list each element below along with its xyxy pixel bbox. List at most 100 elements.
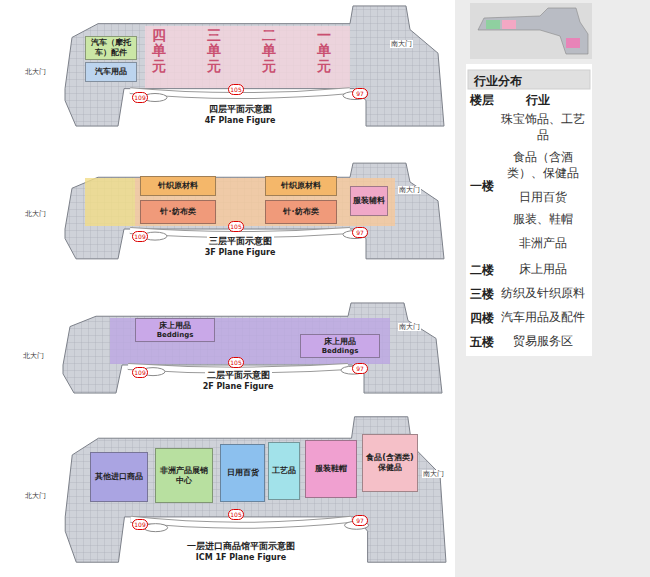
table-cell: 非洲产品 <box>496 236 590 252</box>
unit-label: 二单元 <box>262 28 276 74</box>
side-panel <box>455 0 650 577</box>
gate-label: 南大门 <box>390 40 413 48</box>
zone-label: 工艺品 <box>272 466 296 476</box>
gate-label: 北大门 <box>22 352 45 360</box>
zone-label: Beddings <box>157 331 194 339</box>
thumbnail-zone <box>566 38 580 48</box>
zone-label: 服装辅料 <box>353 196 385 206</box>
hall-zone: 服装鞋帽 <box>305 440 357 498</box>
table-header: 行业 <box>526 92 550 109</box>
zone-label: 服装鞋帽 <box>315 464 347 474</box>
callout-number: 105 <box>228 84 244 95</box>
floor-plan: 四层平面示意图4F Plane Figure 汽车（摩托车）配件汽车用品 <box>20 2 450 130</box>
gate-label: 北大门 <box>24 492 47 500</box>
zone-label: 日用百货 <box>227 468 259 478</box>
table-cell: 纺织及针织原料 <box>496 286 590 302</box>
building-outline <box>65 6 444 126</box>
callout-number: 109 <box>132 92 148 103</box>
zone-label: 汽车（摩托车）配件 <box>88 38 134 57</box>
building-outline <box>63 303 442 393</box>
callout-number: 97 <box>352 88 368 99</box>
floor-plan: 一层进口商品馆平面示意图ICM 1F Plane Figure 其他进口商品 非洲产… <box>20 412 452 567</box>
hall-zone: 非洲产品展销中心 <box>155 448 213 503</box>
unit-label: 四单元 <box>152 28 166 74</box>
zone-label: 床上用品 <box>159 321 191 331</box>
table-cell: 日用百货 <box>496 190 590 206</box>
gate-label: 南大门 <box>422 470 445 478</box>
hall-zone: 其他进口商品 <box>90 452 148 502</box>
hall-zone: 服装辅料 <box>350 186 388 216</box>
floor-cell: 四楼 <box>470 310 494 327</box>
zone-label: 食品(含酒类)保健品 <box>365 453 415 472</box>
unit-label: 三单元 <box>207 28 221 74</box>
gate-label: 北大门 <box>24 68 47 76</box>
zone-label: Beddings <box>322 347 359 355</box>
table-ground <box>466 64 592 356</box>
zone-label: 其他进口商品 <box>95 472 143 482</box>
table-title: 行业分布 <box>474 73 522 90</box>
zone-label: 床上用品 <box>324 337 356 347</box>
building-outline <box>65 163 444 259</box>
gate-label: 南大门 <box>398 186 421 194</box>
table-cell: 汽车用品及配件 <box>496 310 590 326</box>
plan-title: 四层平面示意图 <box>207 104 274 115</box>
plan-subtitle: ICM 1F Plane Figure <box>194 553 288 563</box>
table-header: 楼层 <box>470 92 494 109</box>
zone-label: 非洲产品展销中心 <box>158 466 210 485</box>
zone-label: 针织原材料 <box>158 181 198 191</box>
hall-zone: 床上用品Beddings <box>135 318 215 342</box>
hall-zone: 日用百货 <box>220 444 265 502</box>
table-cell: 贸易服务区 <box>496 334 590 350</box>
thumbnail-ground <box>470 3 592 59</box>
table-cell: 服装、鞋帽 <box>496 212 590 228</box>
hall-area <box>145 26 350 88</box>
table-header-bar <box>468 70 590 89</box>
unit-label: 一单元 <box>317 28 331 74</box>
floor-cell: 三楼 <box>470 286 494 303</box>
hall-zone: 针·纺布类 <box>265 200 337 224</box>
hall-zone: 针织原材料 <box>140 176 216 196</box>
callout-number: 105 <box>228 509 244 520</box>
floor-plan: 二层平面示意图2F Plane Figure床上用品Beddings床上用品Be… <box>18 300 448 396</box>
plan-subtitle: 2F Plane Figure <box>201 382 276 392</box>
hall-zone: 汽车（摩托车）配件 <box>85 36 137 60</box>
callout-number: 105 <box>228 357 244 368</box>
building-outline <box>65 417 446 562</box>
thumbnail-zone <box>486 20 500 29</box>
thumbnail-zone <box>502 20 516 29</box>
table-cell: 床上用品 <box>496 262 590 278</box>
callout-number: 97 <box>352 515 368 526</box>
gate-label: 南大门 <box>398 323 421 331</box>
floor-cell: 一楼 <box>470 178 494 195</box>
hall-zone: 汽车用品 <box>85 62 137 82</box>
hall-zone: 针·纺布类 <box>140 200 216 224</box>
callout-number: 109 <box>132 231 148 242</box>
callout-number: 105 <box>228 221 244 232</box>
hall-zone: 工艺品 <box>268 442 300 500</box>
floor-plan: 三层平面示意图3F Plane Figure 针织原材料针·纺布类 针织原材料针·纺… <box>20 160 450 262</box>
callout-number: 97 <box>352 363 368 374</box>
gate-label: 北大门 <box>24 210 47 218</box>
zone-label: 针织原材料 <box>281 181 321 191</box>
zone-label: 针·纺布类 <box>160 207 195 217</box>
zone-label: 汽车用品 <box>95 67 127 77</box>
floor-cell: 五楼 <box>470 334 494 351</box>
hall-zone: 针织原材料 <box>265 176 337 196</box>
callout-number: 109 <box>132 367 148 378</box>
plan-subtitle: 4F Plane Figure <box>203 116 278 126</box>
floor-cell: 二楼 <box>470 262 494 279</box>
table-cell: 食品（含酒类）、保健品 <box>496 150 590 181</box>
hall-area <box>110 318 390 364</box>
hall-area <box>85 178 135 226</box>
plan-title: 一层进口商品馆平面示意图 <box>185 541 297 552</box>
plan-title: 三层平面示意图 <box>207 236 274 247</box>
callout-number: 109 <box>132 519 148 530</box>
callout-number: 97 <box>352 227 368 238</box>
table-cell: 珠宝饰品、工艺品 <box>496 112 590 143</box>
plan-subtitle: 3F Plane Figure <box>203 248 278 258</box>
thumbnail-plan <box>478 8 588 54</box>
plan-title: 二层平面示意图 <box>205 370 272 381</box>
zone-label: 针·纺布类 <box>283 207 318 217</box>
hall-zone: 床上用品Beddings <box>300 334 380 358</box>
